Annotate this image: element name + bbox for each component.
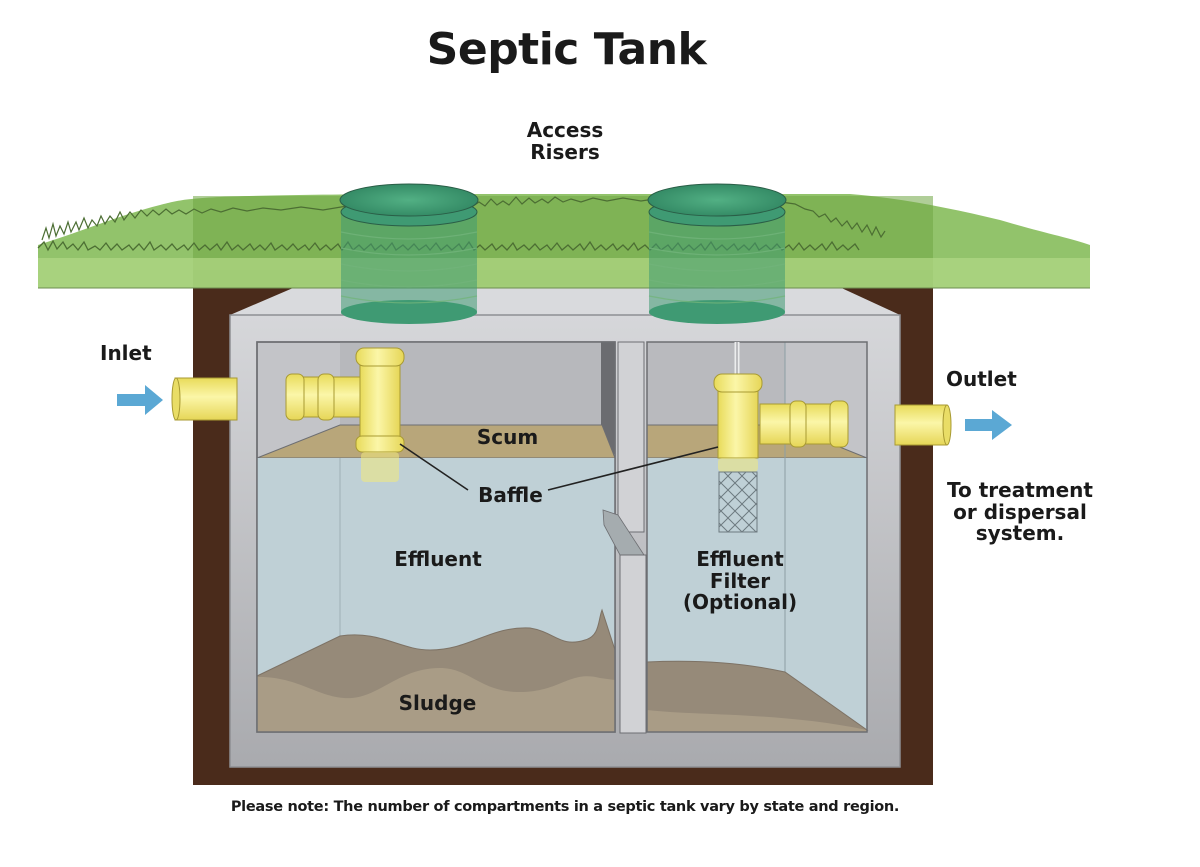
sludge-layer — [257, 668, 615, 732]
label-scum: Scum — [476, 425, 539, 449]
label-access-risers: Access Risers — [526, 118, 604, 164]
label-outlet: Outlet — [946, 367, 1017, 391]
label-sludge: Sludge — [398, 691, 477, 715]
label-effluent: Effluent — [394, 547, 482, 571]
baffle-leader-right — [547, 446, 719, 491]
access-riser-left — [339, 183, 479, 324]
grass — [37, 194, 1090, 289]
outlet-arrow-icon — [965, 410, 1012, 440]
footnote: Please note: The number of compartments … — [230, 799, 900, 815]
inlet-arrow-icon — [117, 385, 163, 415]
label-effluent-filter: Effluent Filter (Optional) — [682, 547, 798, 615]
effluent-filter — [718, 471, 758, 533]
diagram-title: Septic Tank — [426, 24, 707, 75]
inlet-pipe — [171, 377, 238, 421]
divider-wall — [602, 341, 647, 734]
label-destination: To treatment or dispersal system. — [947, 478, 1093, 546]
inlet-baffle — [285, 347, 405, 482]
label-inlet: Inlet — [100, 341, 152, 365]
outlet-baffle — [713, 342, 849, 533]
access-riser-right — [647, 183, 787, 324]
outlet-pipe — [894, 404, 952, 446]
baffle-leader-left — [399, 443, 469, 491]
label-baffle: Baffle — [478, 483, 543, 507]
